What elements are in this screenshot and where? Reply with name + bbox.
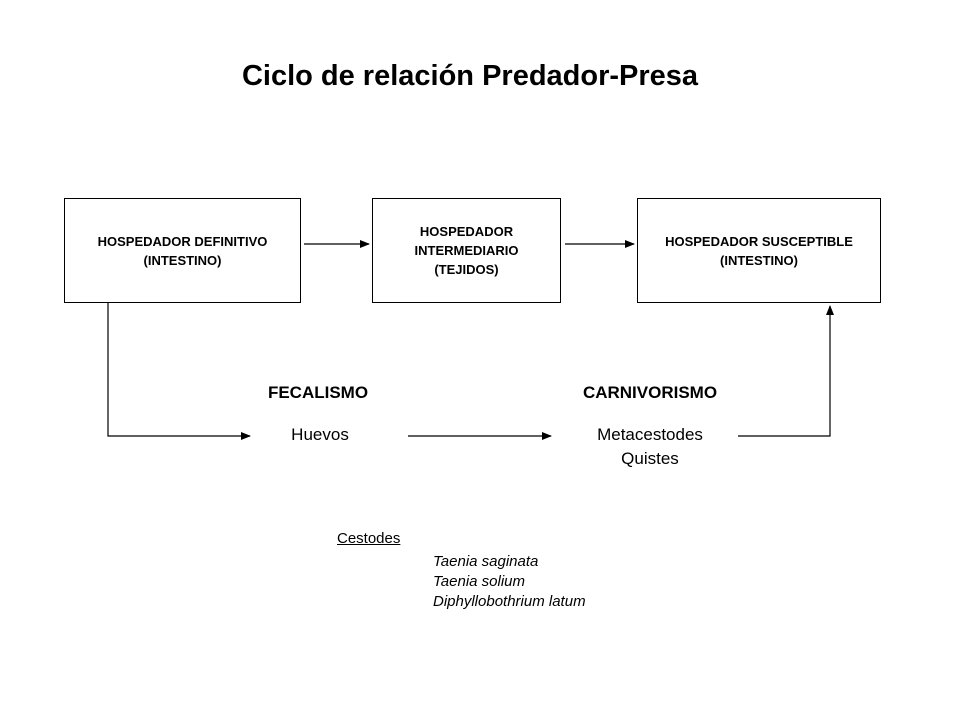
intermediate-host-location: (TEJIDOS) (434, 262, 499, 277)
quistes-label: Quistes (621, 449, 679, 468)
species-item: Diphyllobothrium latum (433, 593, 586, 610)
definitive-host-box: HOSPEDADOR DEFINITIVO (INTESTINO) (64, 198, 301, 303)
intermediate-host-label-line1: HOSPEDADOR (419, 224, 514, 239)
definitive-host-label: HOSPEDADOR DEFINITIVO (97, 233, 268, 249)
metacestodes-node: Metacestodes Quistes (560, 423, 740, 471)
susceptible-host-box: HOSPEDADOR SUSCEPTIBLE (INTESTINO) (637, 198, 881, 303)
cestode-species-list: Taenia saginata Taenia solium Diphyllobo… (433, 552, 586, 612)
definitive-host-location: (INTESTINO) (143, 252, 222, 268)
cestodes-heading: Cestodes (337, 530, 401, 547)
susceptible-host-location: (INTESTINO) (720, 252, 798, 268)
arrow-metacestodes-to-susceptible (738, 305, 834, 437)
carnivorismo-label: CARNIVORISMO (582, 383, 718, 402)
intermediate-host-box: HOSPEDADOR INTERMEDIARIO (TEJIDOS) (372, 198, 561, 303)
species-item: Taenia solium (433, 573, 525, 590)
diagram-title: Ciclo de relación Predador-Presa (241, 60, 699, 92)
susceptible-host-label: HOSPEDADOR SUSCEPTIBLE (665, 233, 853, 249)
intermediate-host-label-line2: INTERMEDIARIO (414, 243, 519, 258)
arrow-definitive-to-huevos (107, 303, 251, 440)
species-item: Taenia saginata (433, 553, 539, 570)
fecalismo-label: FECALISMO (267, 383, 369, 402)
huevos-label: Huevos (291, 425, 349, 444)
metacestodes-label: Metacestodes (597, 425, 703, 444)
